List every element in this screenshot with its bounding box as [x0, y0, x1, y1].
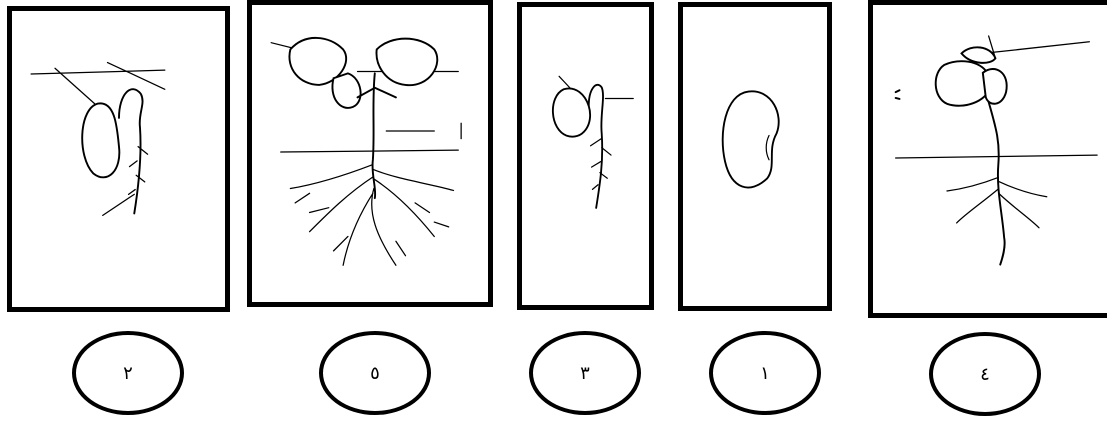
- stage-number-circle-1: ٢: [72, 331, 184, 415]
- stage-number-circle-2: ٥: [319, 331, 431, 415]
- panel-stage-5: [247, 0, 493, 307]
- stage-number-circle-3: ٣: [529, 331, 641, 415]
- panel-stage-1: [678, 2, 832, 311]
- bean-seed-stage-1-icon: [683, 7, 827, 306]
- stage-number-circle-4: ١: [709, 331, 821, 415]
- stage-number-circle-5: ٤: [929, 332, 1041, 416]
- bean-plant-stage-5-icon: [252, 5, 488, 302]
- bean-seedling-stage-4-icon: [873, 5, 1107, 313]
- stage-number-label: ٣: [580, 363, 590, 384]
- stage-number-label: ٤: [980, 364, 990, 385]
- stage-number-label: ٢: [123, 363, 133, 384]
- bean-seedling-stage-2-icon: [12, 11, 225, 307]
- panel-stage-3: [517, 2, 654, 310]
- panel-stage-4: [868, 0, 1107, 318]
- stage-number-label: ١: [760, 363, 770, 384]
- bean-seedling-stage-3-icon: [522, 7, 649, 305]
- panel-stage-2: [7, 6, 230, 312]
- stage-number-label: ٥: [370, 363, 380, 384]
